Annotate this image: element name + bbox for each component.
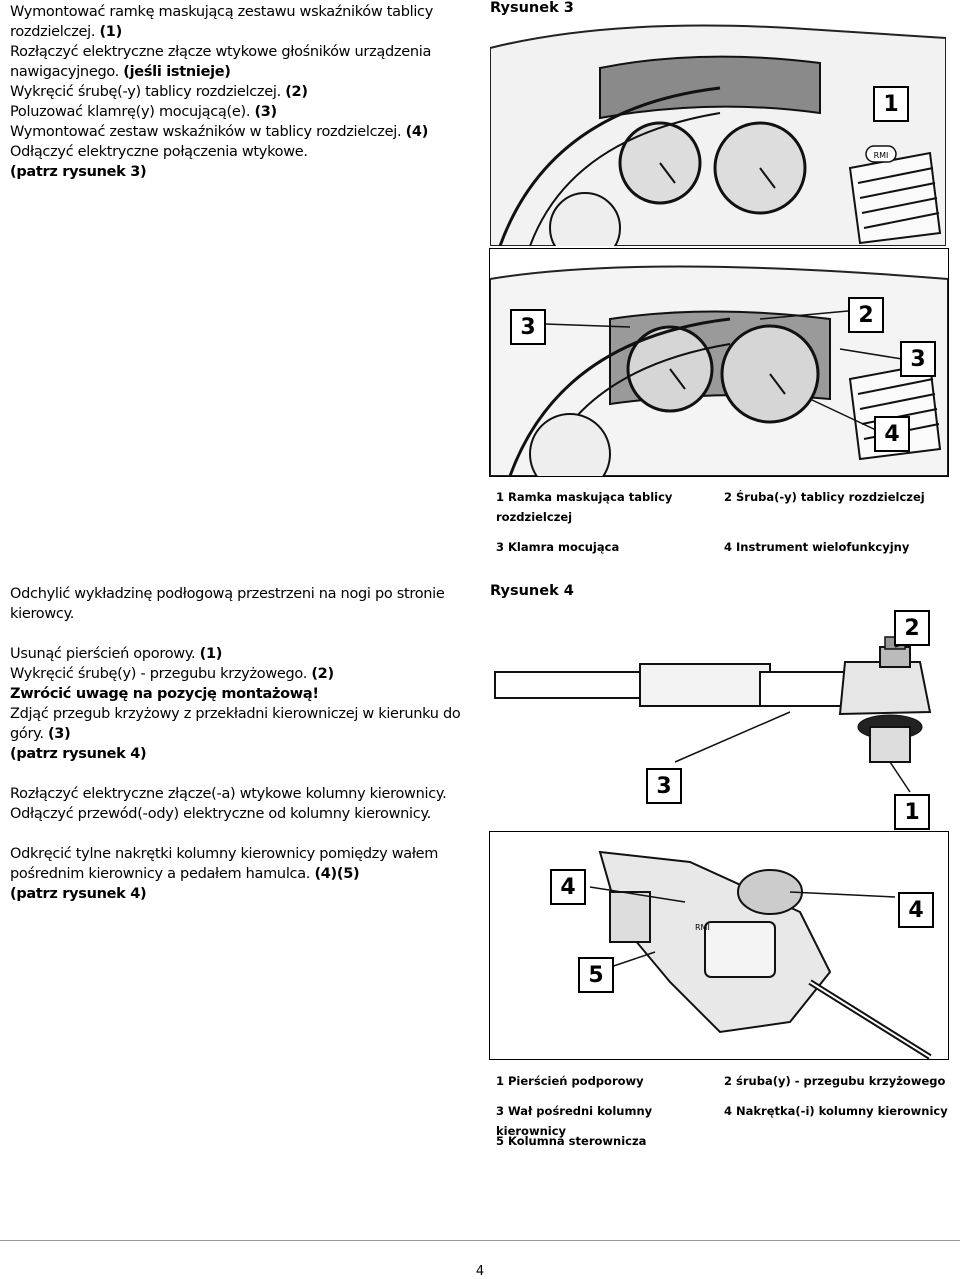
callout-badge: 5 [578, 957, 614, 993]
instruction-text: Odchylić wykładzinę podłogową przestrzen… [10, 586, 445, 622]
callout-badge: 1 [873, 86, 909, 122]
instruction-line: Rozłączyć elektryczne złącze(-a) wtykowe… [10, 784, 470, 804]
rmi-label: RMI [695, 923, 710, 932]
instruction-line: Wykręcić śrubę(-y) tablicy rozdzielczej.… [10, 82, 470, 102]
instruction-line: (patrz rysunek 3) [10, 162, 470, 182]
instruction-text: Odłączyć elektryczne połączenia wtykowe. [10, 144, 308, 160]
instruction-line: Poluzować klamrę(y) mocującą(e). (3) [10, 102, 470, 122]
rmi-label: RMI [874, 151, 889, 160]
instruction-line: Wymontować zestaw wskaźników w tablicy r… [10, 122, 470, 142]
instruction-emphasis: (4) [405, 124, 429, 140]
instruction-line: Wykręcić śrubę(y) - przegubu krzyżowego.… [10, 664, 470, 684]
dashboard-cluster-illustration [490, 249, 948, 476]
callout-badge: 3 [900, 341, 936, 377]
instruction-emphasis: (2) [285, 84, 308, 100]
instruction-text: Poluzować klamrę(y) mocującą(e). [10, 104, 255, 120]
figure-3-title: Rysunek 3 [490, 0, 574, 16]
instruction-emphasis: (patrz rysunek 4) [10, 886, 147, 902]
instruction-group: Odkręcić tylne nakrętki kolumny kierowni… [10, 844, 470, 904]
figure-4-bottom-image: RMI 4 4 5 [489, 831, 949, 1060]
callout-badge: 4 [874, 416, 910, 452]
instruction-emphasis: (patrz rysunek 3) [10, 164, 147, 180]
instructions-block-1: Wymontować ramkę maskującą zestawu wskaź… [10, 2, 470, 182]
figure-4-caption-1: 1 Pierścień podporowy [496, 1074, 644, 1088]
callout-badge: 3 [646, 768, 682, 804]
callout-badge: 2 [848, 297, 884, 333]
figure-4-title: Rysunek 4 [490, 583, 574, 599]
figure-4-caption-5: 5 Kolumna sterownicza [496, 1134, 647, 1148]
instruction-line: (patrz rysunek 4) [10, 744, 470, 764]
callout-badge: 4 [898, 892, 934, 928]
instruction-text: Odłączyć przewód(-ody) elektryczne od ko… [10, 806, 431, 822]
instruction-emphasis: (4)(5) [314, 866, 360, 882]
instruction-emphasis: (2) [311, 666, 334, 682]
figure-3-bottom-image: 3 2 3 4 [489, 248, 949, 477]
steering-column-illustration: RMI [490, 832, 948, 1059]
instruction-group: Odchylić wykładzinę podłogową przestrzen… [10, 584, 470, 624]
instruction-text: Zdjąć przegub krzyżowy z przekładni kier… [10, 706, 461, 742]
instruction-line: Zwrócić uwagę na pozycję montażową! [10, 684, 470, 704]
instruction-line: Wymontować ramkę maskującą zestawu wskaź… [10, 2, 470, 42]
instruction-emphasis: (patrz rysunek 4) [10, 746, 147, 762]
instruction-text: Rozłączyć elektryczne złącze(-a) wtykowe… [10, 786, 447, 802]
instruction-emphasis: (1) [99, 24, 122, 40]
instruction-emphasis: (3) [254, 104, 277, 120]
instruction-line: Odchylić wykładzinę podłogową przestrzen… [10, 584, 470, 624]
figure-4-caption-4: 4 Nakrętka(-i) kolumny kierownicy [724, 1104, 948, 1118]
instruction-text: Odkręcić tylne nakrętki kolumny kierowni… [10, 846, 439, 882]
instruction-line: Odłączyć elektryczne połączenia wtykowe. [10, 142, 470, 162]
figure-3-caption-2: 2 Śruba(-y) tablicy rozdzielczej [724, 490, 925, 504]
instruction-emphasis: (3) [47, 726, 71, 742]
figure-4-caption-3: 3 Wał pośredni kolumny kierownicy [496, 1104, 653, 1138]
instruction-line: Zdjąć przegub krzyżowy z przekładni kier… [10, 704, 470, 744]
figure-3-top-image: RMI 1 [490, 18, 946, 246]
instruction-line: Odkręcić tylne nakrętki kolumny kierowni… [10, 844, 470, 884]
figure-3-caption-4: 4 Instrument wielofunkcyjny [724, 540, 910, 554]
instruction-text: Rozłączyć elektryczne złącze wtykowe gło… [10, 44, 432, 80]
instruction-text: Wykręcić śrubę(-y) tablicy rozdzielczej. [10, 84, 286, 100]
instruction-emphasis: (1) [199, 646, 223, 662]
steering-shaft-illustration [490, 602, 946, 830]
instruction-text: Usunąć pierścień oporowy. [10, 646, 200, 662]
figure-4-caption-2: 2 śruba(y) - przegubu krzyżowego [724, 1074, 946, 1088]
callout-badge: 2 [894, 610, 930, 646]
figure-3-caption-3: 3 Klamra mocująca [496, 540, 620, 554]
callout-badge: 3 [510, 309, 546, 345]
instructions-block-2: Odchylić wykładzinę podłogową przestrzen… [10, 584, 470, 924]
dashboard-illustration: RMI [490, 18, 946, 246]
instruction-group: Rozłączyć elektryczne złącze(-a) wtykowe… [10, 784, 470, 824]
footer-divider [0, 1240, 960, 1241]
instruction-line: Rozłączyć elektryczne złącze wtykowe gło… [10, 42, 470, 82]
figure-4-top-image: 2 3 1 [490, 602, 946, 830]
page-number: 4 [475, 1264, 485, 1279]
instruction-text: Wykręcić śrubę(y) - przegubu krzyżowego. [10, 666, 312, 682]
instruction-emphasis: Zwrócić uwagę na pozycję montażową! [10, 686, 319, 702]
instruction-line: (patrz rysunek 4) [10, 884, 470, 904]
instruction-line: Odłączyć przewód(-ody) elektryczne od ko… [10, 804, 470, 824]
figure-3-caption-1: 1 Ramka maskująca tablicy rozdzielczej [496, 490, 673, 524]
instruction-text: Wymontować ramkę maskującą zestawu wskaź… [10, 4, 434, 40]
instruction-group: Usunąć pierścień oporowy. (1)Wykręcić śr… [10, 644, 470, 764]
instruction-line: Usunąć pierścień oporowy. (1) [10, 644, 470, 664]
callout-badge: 1 [894, 794, 930, 830]
callout-badge: 4 [550, 869, 586, 905]
instruction-text: Wymontować zestaw wskaźników w tablicy r… [10, 124, 406, 140]
instruction-emphasis: (jeśli istnieje) [123, 64, 231, 80]
